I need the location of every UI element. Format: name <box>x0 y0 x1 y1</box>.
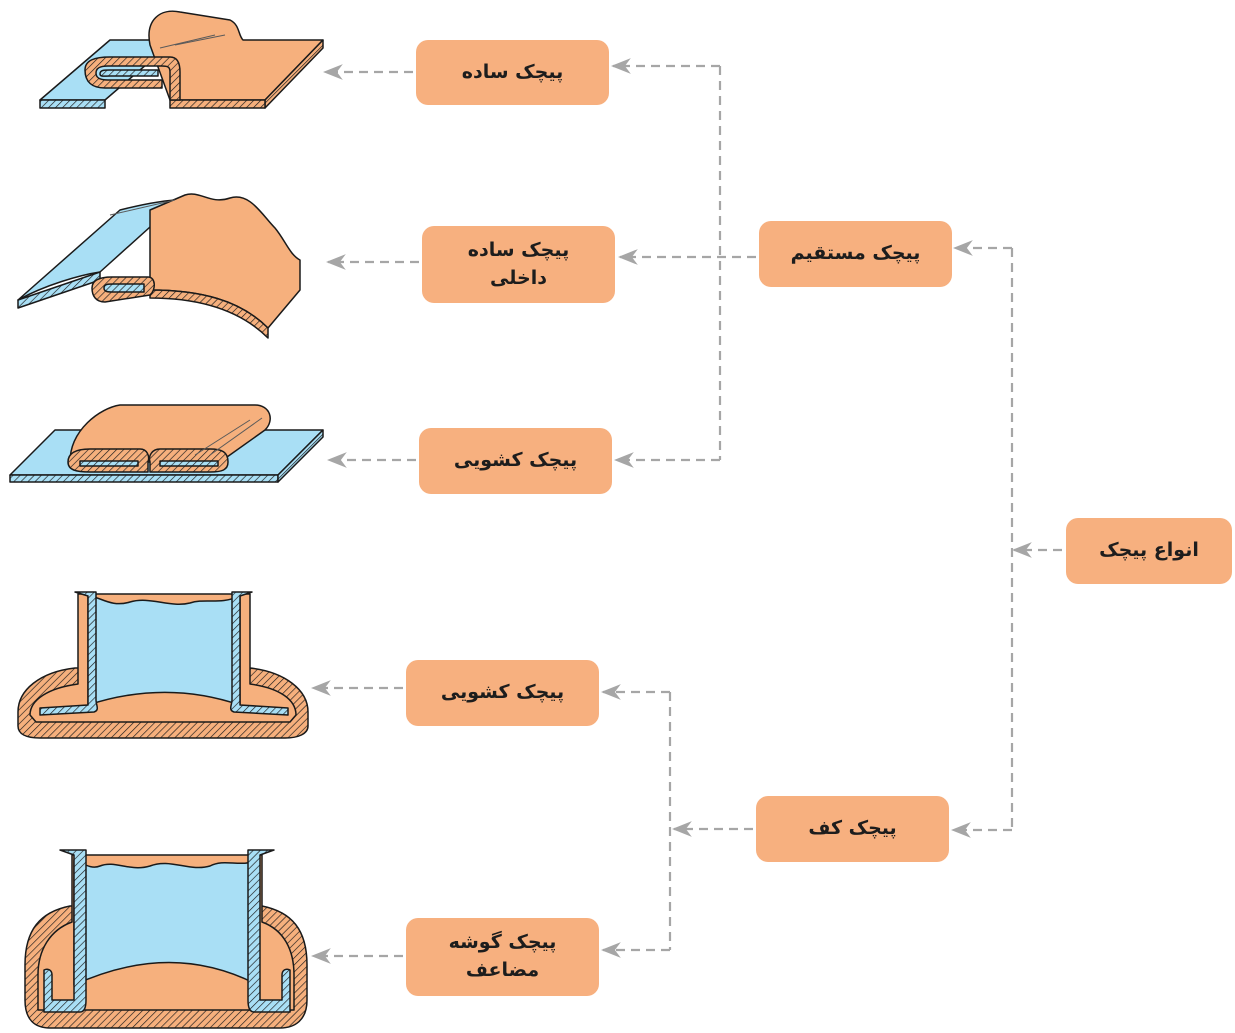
root-label: انواع پیچک <box>1099 539 1199 562</box>
sliding-bottom-seam-illustration <box>17 591 309 739</box>
leaf-simple-seam: پیچک ساده <box>416 40 609 105</box>
leaf-double-corner-seam-line1: پیچک گوشه <box>448 931 557 954</box>
category-straight-label: پیچک مستقیم <box>790 242 921 265</box>
leaf-sliding-seam-label: پیچک کشویی <box>453 449 578 472</box>
sliding-seam-illustration <box>9 404 324 483</box>
leaf-simple-seam-label: پیچک ساده <box>461 60 564 83</box>
connectors <box>311 58 1062 964</box>
category-straight-seam: پیچک مستقیم <box>759 221 952 287</box>
leaf-sliding-seam: پیچک کشویی <box>419 428 612 494</box>
category-floor-label: پیچک کف <box>808 817 897 840</box>
double-corner-seam-illustration <box>24 849 308 1029</box>
simple-inner-seam-illustration <box>17 193 301 339</box>
root-node: انواع پیچک <box>1066 518 1232 584</box>
leaf-sliding-bottom-seam-label: پیچک کشویی <box>440 681 565 704</box>
category-floor-seam: پیچک کف <box>756 796 949 862</box>
leaf-simple-inner-seam-line2: داخلی <box>490 266 547 289</box>
leaf-double-corner-seam-line2: مضاعف <box>465 959 540 981</box>
leaf-simple-inner-seam-line1: پیچک ساده <box>467 238 570 261</box>
simple-seam-illustration <box>39 10 324 109</box>
leaf-sliding-bottom-seam: پیچک کشویی <box>406 660 599 726</box>
leaf-double-corner-seam: پیچک گوشه مضاعف <box>406 918 599 996</box>
leaf-simple-inner-seam: پیچک ساده داخلی <box>422 226 615 303</box>
